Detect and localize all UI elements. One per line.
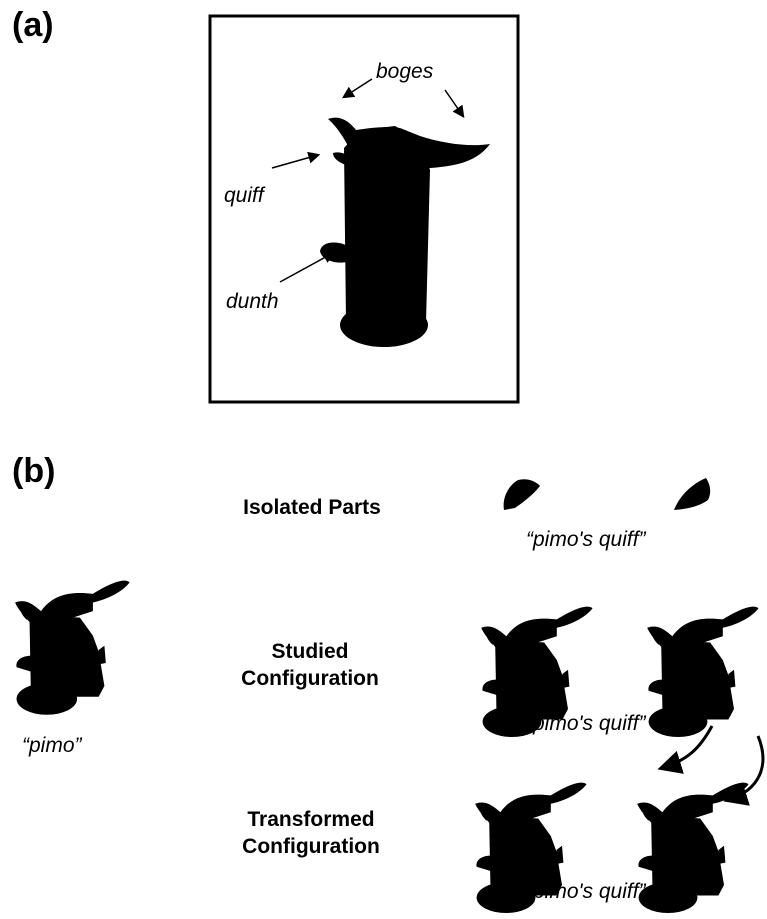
dunth-pointer: [280, 253, 333, 282]
dunth-label: dunth: [226, 290, 279, 314]
boges-label: boges: [376, 60, 433, 84]
pimo-silhouette-large: [320, 118, 490, 347]
quiff-pointer: [272, 155, 318, 168]
condition-studied-configuration: Studied Configuration: [215, 638, 405, 692]
caption-isolated-parts: “pimo's quiff”: [526, 528, 646, 552]
boges-pointer-right: [445, 90, 463, 116]
boges-pointer-left: [344, 79, 372, 97]
caption-studied-configuration: “pimo's quiff”: [526, 712, 646, 736]
quiff-label: quiff: [224, 184, 264, 208]
pimo-silhouette-small: [15, 581, 129, 715]
condition-isolated-parts: Isolated Parts: [212, 494, 412, 521]
caption-transformed-configuration: “pimo's quiff”: [526, 880, 646, 904]
isolated-part-right: [674, 478, 710, 510]
isolated-part-left: [504, 479, 540, 510]
panel-b-label: (b): [12, 452, 55, 491]
studied-greeble-right: [647, 607, 758, 737]
pimo-label: “pimo”: [22, 734, 82, 758]
transformed-greeble-right: [637, 783, 748, 913]
condition-transformed-configuration: Transformed Configuration: [206, 806, 416, 860]
panel-a-label: (a): [12, 6, 54, 45]
